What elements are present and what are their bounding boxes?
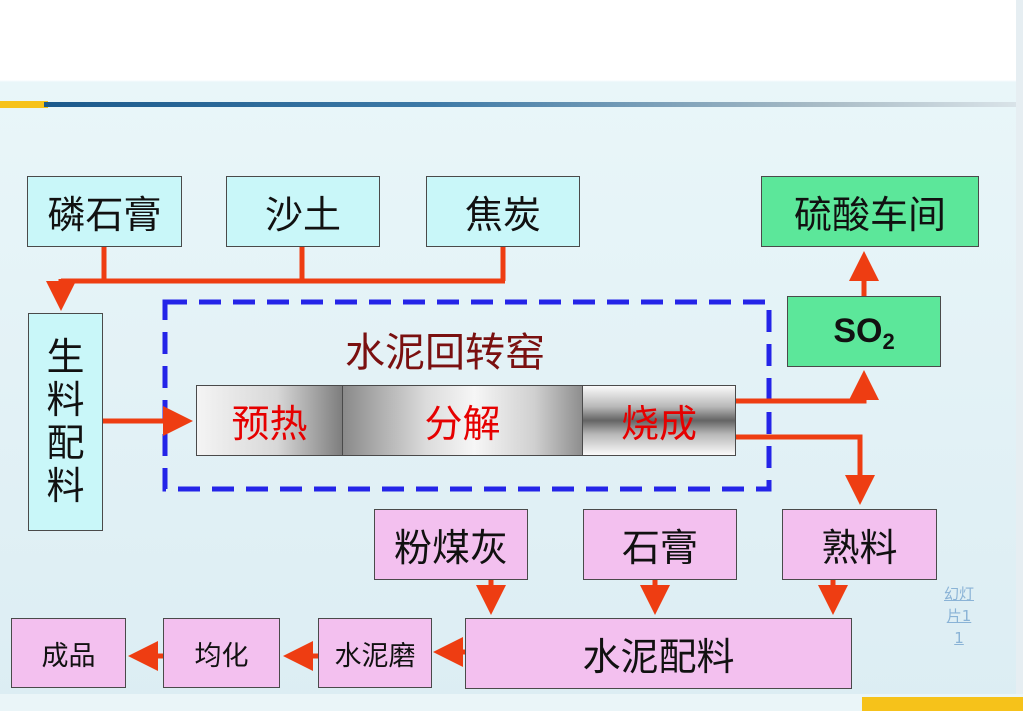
footer-accent-bar bbox=[862, 697, 1023, 711]
sand-soil-node: 沙土 bbox=[226, 176, 380, 247]
phosphogypsum-node: 磷石膏 bbox=[27, 176, 182, 247]
sulfuric-acid-workshop-node: 硫酸车间 bbox=[761, 176, 979, 247]
so2-label: SO bbox=[833, 312, 883, 350]
kiln-stage-preheat: 预热 bbox=[197, 386, 343, 455]
so2-subscript: 2 bbox=[882, 328, 895, 354]
fly-ash-node: 粉煤灰 bbox=[374, 509, 528, 580]
kiln-boundary bbox=[162, 299, 772, 492]
kiln-tube: 预热 分解 烧成 bbox=[196, 385, 736, 456]
raw-mix-char-3: 配 bbox=[46, 421, 85, 465]
title-divider bbox=[44, 102, 1016, 107]
footer-strip bbox=[0, 694, 1023, 711]
inputs-collector-arrow bbox=[46, 247, 506, 311]
kiln-stage-burn: 烧成 bbox=[583, 386, 735, 455]
raw-mix-char-2: 料 bbox=[46, 378, 85, 422]
cement-mix-node: 水泥配料 bbox=[465, 618, 852, 689]
raw-mix-node: 生 料 配 料 bbox=[28, 313, 103, 531]
slide-number-link[interactable]: 幻灯片11 bbox=[944, 585, 975, 647]
product-node: 成品 bbox=[11, 618, 126, 688]
kiln-title: 水泥回转窑 bbox=[345, 330, 545, 376]
kiln-stage-decompose: 分解 bbox=[343, 386, 583, 455]
title-divider-accent bbox=[0, 101, 48, 108]
clinker-node: 熟料 bbox=[782, 509, 937, 580]
coke-node: 焦炭 bbox=[426, 176, 580, 247]
kiln-to-clinker-arrow bbox=[736, 434, 875, 505]
slide-right-edge bbox=[1016, 0, 1023, 711]
raw-mix-char-1: 生 bbox=[46, 335, 85, 379]
homogenize-node: 均化 bbox=[163, 618, 280, 688]
gypsum-node: 石膏 bbox=[583, 509, 737, 580]
kiln-to-so2-arrow bbox=[736, 370, 879, 404]
raw-mix-char-4: 料 bbox=[46, 464, 85, 508]
cement-mill-node: 水泥磨 bbox=[318, 618, 432, 688]
